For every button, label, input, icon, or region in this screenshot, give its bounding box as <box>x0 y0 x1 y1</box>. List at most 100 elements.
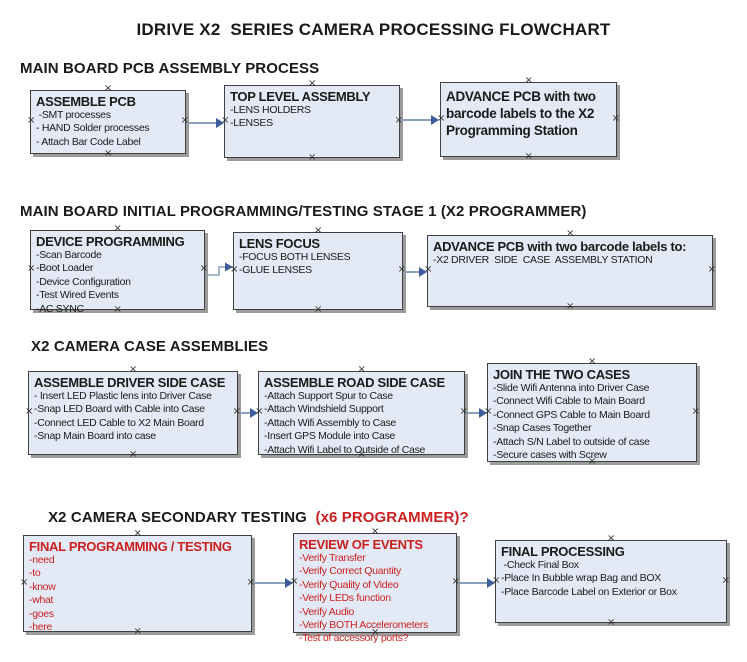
box-final-programming-testing: FINAL PROGRAMMING / TESTING -need -to -k… <box>20 535 252 634</box>
box-final-processing: FINAL PROCESSING -Check Final Box -Place… <box>495 540 727 623</box>
box-item: -goes <box>29 607 54 620</box>
anchor-icon <box>525 77 533 85</box>
box-item: -Connect GPS Cable to Main Board <box>493 408 650 421</box>
anchor-icon <box>566 303 574 311</box>
section-heading-highlight: (x6 PROGRAMMER)? <box>315 509 469 526</box>
anchor-icon <box>692 408 700 416</box>
connector-arrow <box>458 573 495 593</box>
box-item: -Check Final Box <box>501 559 579 571</box>
section-heading-initial-programming: MAIN BOARD INITIAL PROGRAMMING/TESTING S… <box>20 203 587 220</box>
anchor-icon <box>20 579 28 587</box>
arrow-line <box>188 122 218 124</box>
connector-arrow <box>239 403 258 423</box>
section-heading-text: X2 CAMERA SECONDARY TESTING <box>48 509 316 526</box>
box-assemble-road-side-case: ASSEMBLE ROAD SIDE CASE -Attach Support … <box>258 371 465 456</box>
arrow-line <box>254 582 287 584</box>
box-title: ASSEMBLE PCB <box>36 94 136 109</box>
arrow-line <box>402 119 433 121</box>
arrow-head-icon <box>479 408 487 418</box>
box-item: -X2 DRIVER SIDE CASE ASSEMBLY STATION <box>433 254 653 266</box>
box-item: -to <box>29 567 41 580</box>
section-heading-pcb-assembly: MAIN BOARD PCB ASSEMBLY PROCESS <box>20 60 320 77</box>
box-item: -know <box>29 580 56 593</box>
box-item: -Device Configuration <box>36 275 131 288</box>
box-title: ASSEMBLE DRIVER SIDE CASE <box>34 375 226 390</box>
box-item: - HAND Solder processes <box>36 122 150 135</box>
arrow-head-icon <box>487 578 495 588</box>
box-device-programming: DEVICE PROGRAMMING -Scan Barcode -Boot L… <box>27 230 205 315</box>
anchor-icon <box>129 451 137 459</box>
anchor-icon <box>566 230 574 238</box>
anchor-icon <box>308 80 316 88</box>
anchor-icon <box>129 366 137 374</box>
box-item: - Insert LED Plastic lens into Driver Ca… <box>34 390 212 402</box>
box-title: REVIEW OF EVENTS <box>299 537 423 552</box>
anchor-icon <box>607 535 615 543</box>
box-item: -Attach Wifi Label to Outside of Case <box>264 443 426 456</box>
box-item: -Boot Loader <box>36 262 94 275</box>
arrow-head-icon <box>250 408 258 418</box>
box-item: -Slide Wifi Antenna into Driver Case <box>493 382 650 394</box>
box-item: -Verify Quality of Video <box>299 578 399 591</box>
box-title: LENS FOCUS <box>239 236 320 251</box>
arrow-line <box>240 412 252 414</box>
connector-arrow <box>187 113 224 133</box>
box-item: -Snap Cases Together <box>493 422 592 435</box>
anchor-icon <box>314 306 322 314</box>
connector-arrow <box>403 262 427 282</box>
anchor-icon <box>525 153 533 161</box>
box-item: -Verify LEDs function <box>299 592 391 605</box>
box-item: -Attach Support Spur to Case <box>264 390 393 402</box>
anchor-icon <box>25 408 33 416</box>
box-lens-focus: LENS FOCUS -FOCUS BOTH LENSES -GLUE LENS… <box>233 232 403 310</box>
anchor-icon <box>358 366 366 374</box>
anchor-icon <box>104 150 112 158</box>
box-title: JOIN THE TWO CASES <box>493 367 630 382</box>
box-item: -Attach Wifi Assembly to Case <box>264 416 396 429</box>
box-item: -FOCUS BOTH LENSES <box>239 251 351 263</box>
anchor-icon <box>314 227 322 235</box>
box-item: -Connect LED Cable to X2 Main Board <box>34 416 204 429</box>
box-assemble-pcb: ASSEMBLE PCB -SMT processes - HAND Solde… <box>30 90 186 154</box>
anchor-icon <box>607 619 615 627</box>
box-title: ADVANCE PCB with two barcode labels to: <box>433 239 687 254</box>
anchor-icon <box>612 115 620 123</box>
box-assemble-driver-side-case: ASSEMBLE DRIVER SIDE CASE - Insert LED P… <box>28 371 238 455</box>
box-item: -Verify Audio <box>299 605 355 618</box>
anchor-icon <box>27 265 35 273</box>
box-advance-pcb-case-assembly: ADVANCE PCB with two barcode labels to: … <box>427 235 713 307</box>
elbow-connector-arrow <box>205 262 233 276</box>
box-item: -GLUE LENSES <box>239 264 312 277</box>
arrow-head-icon <box>285 578 293 588</box>
section-heading-case-assemblies: X2 CAMERA CASE ASSEMBLIES <box>31 338 269 355</box>
box-item: -Verify Correct Quantity <box>299 565 401 578</box>
arrow-line <box>404 271 421 273</box>
box-item: -Attach Windshield Support <box>264 403 384 416</box>
box-item: -Place Barcode Label on Exterior or Box <box>501 585 677 598</box>
box-title: ADVANCE PCB with two barcode labels to t… <box>446 89 596 138</box>
box-title: TOP LEVEL ASSEMBLY <box>230 89 371 104</box>
box-item: -SMT processes <box>36 109 111 121</box>
section-heading-secondary-testing: X2 CAMERA SECONDARY TESTING (x6 PROGRAMM… <box>31 492 469 543</box>
box-title: FINAL PROGRAMMING / TESTING <box>29 539 232 554</box>
box-item: -here <box>29 621 53 634</box>
box-item: -Snap LED Board with Cable into Case <box>34 403 205 416</box>
box-item: -LENS HOLDERS <box>230 104 311 116</box>
box-item: -Test Wired Events <box>36 289 119 302</box>
arrow-line <box>459 582 489 584</box>
connector-arrow <box>253 573 293 593</box>
box-top-level-assembly: TOP LEVEL ASSEMBLY -LENS HOLDERS -LENSES <box>224 85 400 158</box>
connector-arrow <box>466 403 487 423</box>
anchor-icon <box>722 577 730 585</box>
arrow-head-icon <box>216 118 224 128</box>
box-item: -Scan Barcode <box>36 249 102 261</box>
box-item: -AC SYNC <box>36 302 84 315</box>
box-item: -Snap Main Board into case <box>34 430 156 443</box>
arrow-line <box>467 412 481 414</box>
anchor-icon <box>114 225 122 233</box>
anchor-icon <box>308 154 316 162</box>
box-title: FINAL PROCESSING <box>501 544 625 559</box>
anchor-icon <box>708 266 716 274</box>
box-item: -need <box>29 554 55 566</box>
